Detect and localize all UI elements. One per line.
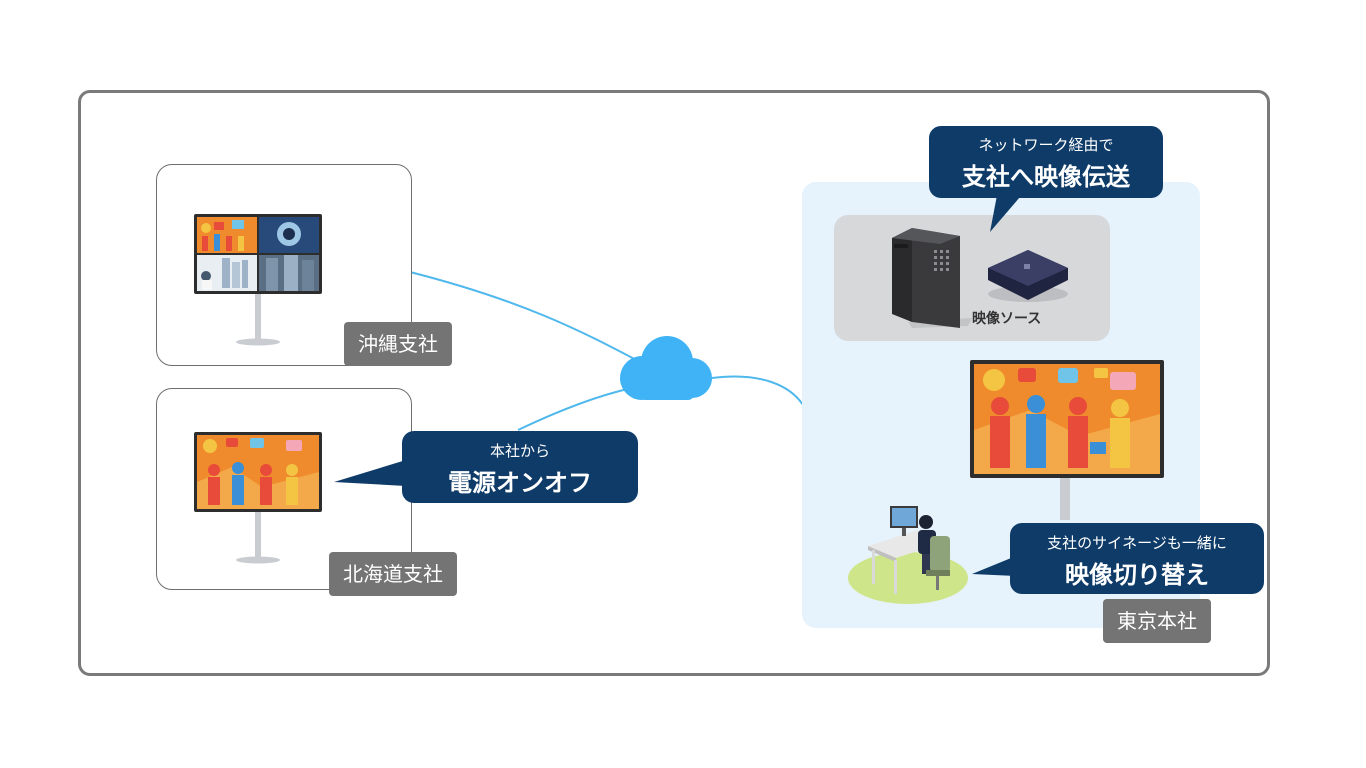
bubble-pointer xyxy=(972,556,1016,576)
bubble-network-transfer: ネットワーク経由で 支社へ映像伝送 xyxy=(929,126,1163,198)
bubble-transfer-line1: ネットワーク経由で xyxy=(978,136,1114,154)
line-cloud-tokyo xyxy=(711,375,804,406)
bubble-switch-line2: 映像切り替え xyxy=(1065,561,1209,589)
bubble-power-line2: 電源オンオフ xyxy=(448,469,592,497)
bubble-pointer xyxy=(334,460,406,486)
bubble-switch-line1: 支社のサイネージも一緒に xyxy=(1047,534,1227,552)
bubble-power-onoff: 本社から 電源オンオフ xyxy=(402,431,638,503)
cloud-icon xyxy=(620,336,712,400)
bubble-transfer-line2: 支社へ映像伝送 xyxy=(962,163,1130,191)
bubble-power-line1: 本社から xyxy=(489,442,550,460)
bubble-pointer xyxy=(990,190,1026,232)
office-label-tokyo: 東京本社 xyxy=(1103,599,1211,643)
signage-display-icon xyxy=(194,432,322,564)
line-okinawa-cloud xyxy=(409,271,641,363)
line-hokkaido-cloud xyxy=(517,387,633,431)
bubble-switch-video: 支社のサイネージも一緒に 映像切り替え xyxy=(1010,523,1264,594)
server-tower-icon xyxy=(892,228,972,328)
signage-display-icon xyxy=(194,214,322,346)
office-label-hokkaido: 北海道支社 xyxy=(329,552,457,596)
office-label-okinawa: 沖縄支社 xyxy=(344,322,452,366)
signage-display-icon xyxy=(970,360,1164,520)
diagram-frame xyxy=(78,90,1270,676)
operator-desk-icon xyxy=(848,506,968,604)
video-source-label: 映像ソース xyxy=(972,311,1042,327)
media-box-icon xyxy=(988,250,1068,302)
